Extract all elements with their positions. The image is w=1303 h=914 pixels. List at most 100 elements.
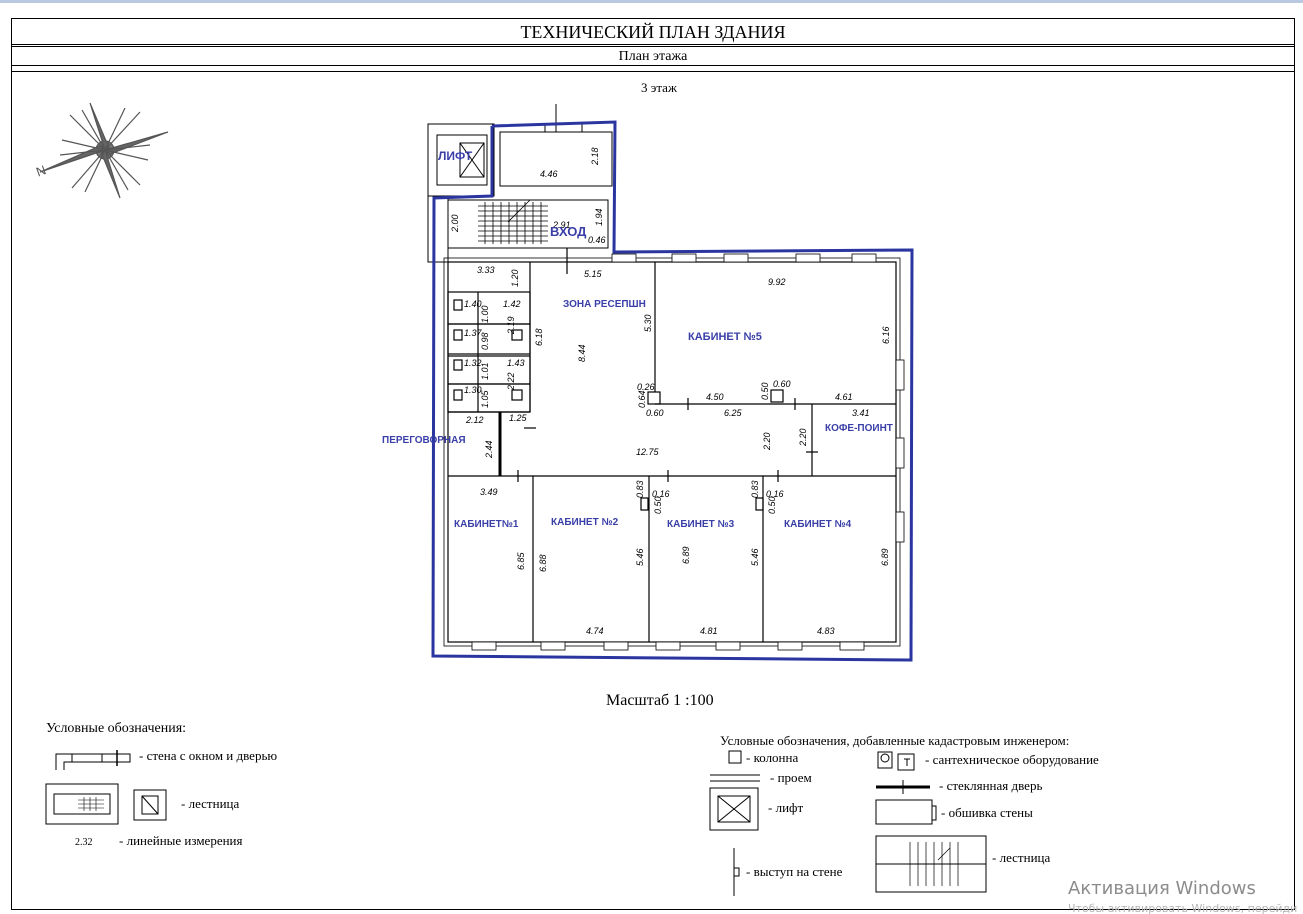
room-label-office4: КАБИНЕТ №4 — [784, 519, 852, 530]
room-label-office3: КАБИНЕТ №3 — [667, 519, 735, 530]
room-label-reception: ЗОНА РЕСЕПШН — [563, 299, 646, 310]
dim: 0.83 — [635, 480, 645, 498]
dim: 0.50 — [760, 382, 770, 400]
room-label-lift: ЛИФТ — [438, 149, 473, 163]
legend-right-symbols — [709, 750, 987, 896]
room-label-office2: КАБИНЕТ №2 — [551, 517, 619, 528]
dim: 1.94 — [594, 208, 604, 226]
dim: 2.00 — [450, 214, 460, 233]
dim: 1.05 — [480, 389, 490, 408]
scale-label: Масштаб 1 :100 — [606, 692, 714, 709]
legend-stairs-right-label: - лестница — [992, 850, 1051, 865]
dim: 2.12 — [465, 415, 484, 425]
dim: 0.64 — [637, 390, 647, 408]
dim: 4.74 — [586, 626, 604, 636]
dim: 4.50 — [706, 392, 724, 402]
dim: 0.16 — [652, 489, 670, 499]
top-accent-line — [0, 0, 1303, 3]
room-label-coffee: КОФЕ-ПОИНТ — [825, 423, 893, 434]
dim: 1.20 — [510, 269, 520, 287]
legend-sanitary-label: - сантехническое оборудование — [925, 752, 1099, 767]
dim: 5.46 — [750, 548, 760, 566]
dim: 2.19 — [506, 316, 516, 335]
room-labels: ЛИФТ ВХОД ЗОНА РЕСЕПШН КАБИНЕТ №5 ПЕРЕГО… — [382, 149, 893, 530]
dim: 1.25 — [509, 413, 528, 423]
dim: 0.46 — [588, 235, 606, 245]
dim: 0.50 — [653, 496, 663, 514]
lift-icon — [709, 787, 759, 831]
windows-activation-title: Активация Windows — [1068, 878, 1256, 899]
room-label-meeting: ПЕРЕГОВОРНАЯ — [382, 435, 466, 446]
dim: 6.16 — [881, 326, 891, 344]
floor-label: 3 этаж — [641, 80, 677, 95]
dim: 0.26 — [637, 382, 655, 392]
dim: 5.30 — [643, 314, 653, 332]
dim: 6.25 — [724, 408, 743, 418]
dim: 2.20 — [798, 428, 808, 447]
dim: 6.18 — [534, 328, 544, 346]
dim: 2.91 — [552, 220, 571, 230]
legend-left-symbols — [45, 750, 167, 825]
dim: 1.30 — [464, 385, 482, 395]
dim: 0.83 — [750, 480, 760, 498]
dim: 1.01 — [480, 362, 490, 380]
compass-rose-icon: N — [34, 102, 169, 199]
dim: 2.20 — [762, 432, 772, 451]
dim: 1.43 — [507, 358, 525, 368]
dim: 6.85 — [516, 551, 526, 570]
legend-lift-label: - лифт — [768, 800, 804, 815]
dim: 0.50 — [767, 496, 777, 514]
legend-right-title: Условные обозначения, добавленные кадаст… — [720, 733, 1070, 748]
dim: 2.22 — [506, 372, 516, 391]
dim: 2.18 — [590, 147, 600, 166]
dim: 1.37 — [464, 328, 483, 338]
cladding-icon — [875, 799, 933, 825]
sanitary-icon — [877, 751, 893, 769]
column-icon — [728, 750, 742, 764]
room-label-office5: КАБИНЕТ №5 — [688, 331, 762, 343]
windows — [471, 253, 905, 651]
legend-glass-door-label: - стеклянная дверь — [939, 778, 1043, 793]
annotation-outline — [431, 120, 914, 662]
dim: 9.92 — [768, 277, 786, 287]
dim: 4.46 — [540, 169, 558, 179]
dim: 0.60 — [646, 408, 664, 418]
dim: 3.33 — [477, 265, 495, 275]
dim: 0.60 — [773, 379, 791, 389]
dim: 4.83 — [817, 626, 835, 636]
dim: 0.16 — [766, 489, 784, 499]
dim: 1.42 — [503, 299, 521, 309]
dim: 4.81 — [700, 626, 718, 636]
svg-text:N: N — [34, 162, 48, 179]
legend-measure-sample: 2.32 — [75, 837, 93, 848]
sheet-title: ТЕХНИЧЕСКИЙ ПЛАН ЗДАНИЯ — [11, 18, 1295, 45]
upper-block — [427, 104, 613, 263]
plan-area — [11, 71, 1295, 910]
room-label-entrance: ВХОД — [550, 224, 587, 239]
dim: 5.46 — [635, 548, 645, 566]
legend-left-title: Условные обозначения: — [46, 721, 187, 736]
legend-measure-label: - линейные измерения — [119, 833, 243, 848]
legend-cladding-label: - обшивка стены — [941, 805, 1033, 820]
sheet-subtitle: План этажа — [11, 46, 1295, 66]
legend-wall-label: - стена с окном и дверью — [139, 748, 278, 763]
dim: 5.15 — [584, 269, 603, 279]
dim: 0.98 — [480, 332, 490, 350]
dim: 6.89 — [880, 548, 890, 566]
dim: 2.44 — [484, 440, 494, 459]
dim: 6.89 — [681, 546, 691, 564]
legend-column-label: - колонна — [746, 750, 799, 765]
legend-stairs-label: - лестница — [181, 796, 240, 811]
dim: 8.44 — [577, 344, 587, 362]
dim: 1.00 — [480, 305, 490, 323]
dim: 3.41 — [852, 408, 870, 418]
dim: 4.61 — [835, 392, 853, 402]
dim: 1.32 — [464, 358, 482, 368]
dim: 3.49 — [480, 487, 498, 497]
windows-activation-sub: Чтобы активировать Windows, перейдите в … — [1068, 902, 1298, 914]
dim: 1.40 — [464, 299, 482, 309]
dim: 12.75 — [636, 447, 660, 457]
dimension-labels: 4.46 2.18 2.00 1.94 0.46 2.91 3.33 1.20 … — [450, 147, 891, 636]
room-label-office1: КАБИНЕТ№1 — [454, 519, 519, 530]
legend-opening-label: - проем — [770, 770, 812, 785]
